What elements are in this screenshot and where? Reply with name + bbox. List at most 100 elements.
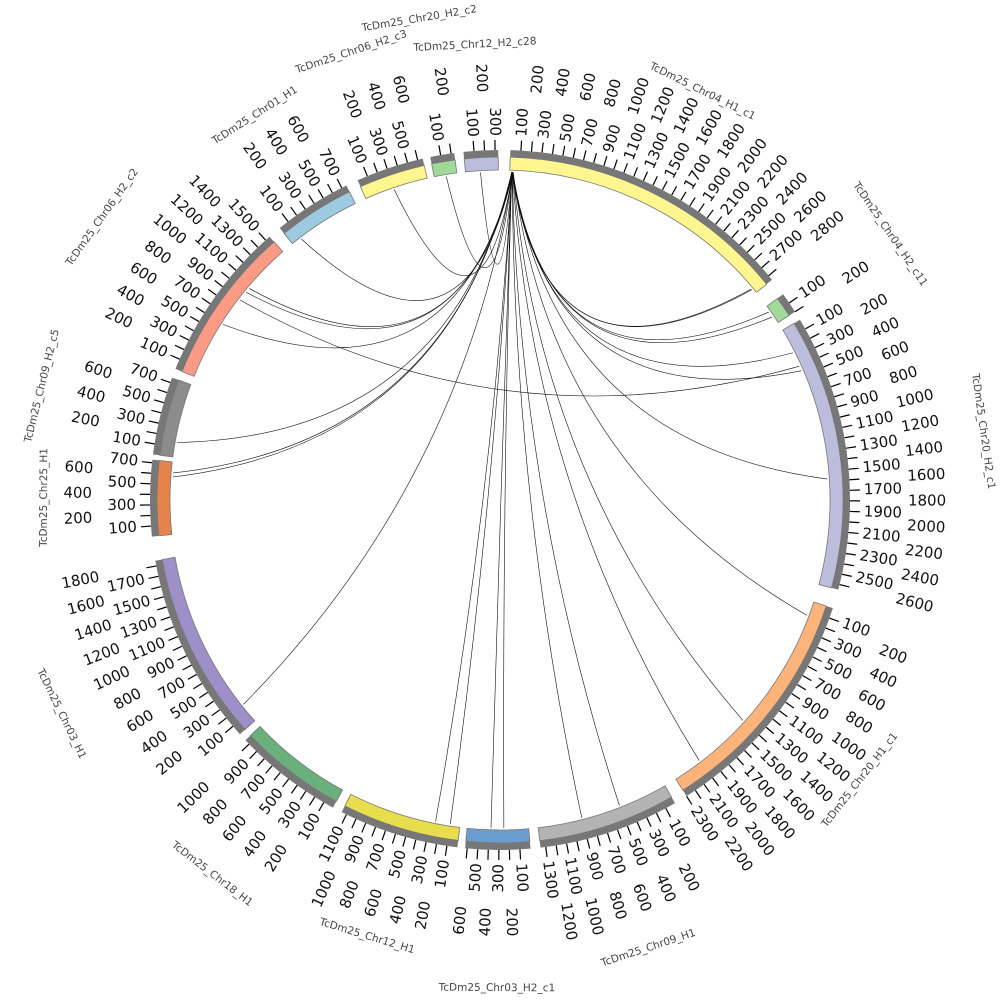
- link: [511, 172, 583, 818]
- tick-label: 1000: [308, 868, 340, 910]
- tick-label: 200: [261, 841, 291, 875]
- tick-mark: [655, 812, 662, 823]
- segment-TcDm25_Chr01_H1[interactable]: [279, 178, 356, 245]
- tick-label: 100: [111, 428, 142, 450]
- segment-TcDm25_Chr20_H2_c1[interactable]: [782, 319, 861, 590]
- segment-TcDm25_Chr09_H2_c5[interactable]: [144, 377, 192, 458]
- segment-ideogram[interactable]: [537, 785, 673, 842]
- tick-mark: [849, 521, 860, 524]
- tick-mark: [652, 175, 658, 186]
- tick-mark: [785, 701, 795, 709]
- segment-scale-band: [777, 294, 796, 316]
- tick-label: 600: [855, 686, 889, 715]
- tick-label: 200: [70, 408, 102, 431]
- segment-ideogram[interactable]: [161, 556, 256, 731]
- tick-mark: [465, 848, 468, 859]
- tick-label: 600: [123, 706, 157, 736]
- tick-mark: [207, 288, 217, 296]
- segment-TcDm25_Chr12_H2_c28[interactable]: [463, 140, 499, 173]
- segment-TcDm25_Chr09_H1[interactable]: [537, 785, 675, 857]
- tick-label: 600: [64, 457, 94, 477]
- segment-ideogram[interactable]: [766, 297, 790, 324]
- segments-layer: [140, 140, 861, 861]
- tick-label: 200: [431, 66, 453, 97]
- tick-label: 600: [127, 258, 161, 289]
- tick-mark: [391, 833, 397, 844]
- tick-label: 500: [388, 119, 413, 151]
- tick-mark: [768, 268, 777, 277]
- tick-label: 400: [114, 281, 148, 311]
- tick-mark: [228, 263, 237, 271]
- link: [172, 172, 513, 478]
- segment-TcDm25_Chr20_H1_c1[interactable]: [675, 601, 840, 805]
- segment-ideogram[interactable]: [359, 164, 428, 200]
- segment-TcDm25_Chr03_H1[interactable]: [146, 556, 256, 735]
- tick-mark: [449, 143, 452, 154]
- link: [511, 172, 620, 806]
- tick-mark: [170, 354, 180, 360]
- segment-TcDm25_Chr06_H2_c3[interactable]: [357, 149, 428, 200]
- segment-TcDm25_Chr18_H1[interactable]: [241, 725, 344, 812]
- tick-label: 500: [556, 112, 579, 143]
- tick-label: 100: [795, 271, 829, 302]
- segment-TcDm25_Chr04_H1_c1[interactable]: [509, 140, 777, 293]
- tick-mark: [825, 627, 836, 633]
- segment-ideogram[interactable]: [465, 827, 531, 844]
- tick-mark: [327, 183, 333, 194]
- tick-mark: [791, 693, 801, 700]
- tick-mark: [153, 596, 164, 601]
- tick-mark: [823, 362, 834, 368]
- segment-TcDm25_Chr25_H1[interactable]: [140, 459, 173, 537]
- tick-label: 1000: [894, 385, 935, 412]
- chromosome-label: TcDm25_Chr01_H1: [209, 84, 300, 148]
- segment-ideogram[interactable]: [431, 159, 458, 178]
- tick-label: 200: [527, 64, 548, 94]
- segment-ideogram[interactable]: [509, 156, 768, 293]
- tick-mark: [844, 563, 855, 567]
- tick-mark: [841, 573, 852, 577]
- tick-label: 600: [450, 905, 471, 935]
- tick-label: 300: [408, 854, 432, 886]
- segment-ideogram[interactable]: [181, 241, 284, 377]
- tick-mark: [802, 675, 812, 682]
- tick-mark: [817, 646, 827, 653]
- tick-label: 400: [386, 894, 410, 926]
- segment-scale-band: [279, 185, 350, 234]
- tick-label: 200: [857, 290, 891, 319]
- link: [449, 172, 513, 825]
- tick-label: 200: [102, 304, 136, 333]
- tick-label: 2300: [858, 546, 898, 570]
- tick-mark: [842, 424, 853, 428]
- tick-label: 1100: [561, 856, 586, 897]
- tick-mark: [636, 821, 642, 832]
- tick-label: 600: [389, 73, 413, 105]
- segment-ideogram[interactable]: [675, 601, 827, 791]
- tick-mark: [172, 645, 183, 651]
- segment-ideogram[interactable]: [283, 191, 356, 245]
- segment-TcDm25_Chr03_H2_c1[interactable]: [465, 827, 531, 861]
- segment-TcDm25_Chr06_H2_c2[interactable]: [170, 232, 284, 377]
- tick-label: 1000: [581, 896, 607, 937]
- segment-ideogram[interactable]: [156, 459, 173, 537]
- tick-mark: [572, 147, 576, 158]
- segment-TcDm25_Chr12_H1[interactable]: [341, 793, 461, 856]
- segment-TcDm25_Chr20_H2_c2[interactable]: [430, 143, 458, 178]
- tick-mark: [336, 178, 343, 189]
- segment-ideogram[interactable]: [782, 322, 844, 589]
- tick-mark: [582, 150, 587, 161]
- tick-mark: [308, 796, 316, 806]
- tick-label: 300: [115, 404, 147, 428]
- segment-ideogram[interactable]: [344, 793, 461, 841]
- tick-label: 100: [343, 133, 371, 166]
- tick-label: 2400: [900, 565, 941, 590]
- segment-ideogram[interactable]: [159, 379, 192, 458]
- tick-label: 500: [107, 472, 136, 491]
- tick-label: 400: [866, 663, 900, 691]
- tick-mark: [404, 152, 408, 163]
- tick-mark: [720, 771, 728, 780]
- segment-TcDm25_Chr04_H2_c11[interactable]: [766, 294, 804, 324]
- tick-mark: [198, 691, 208, 699]
- segment-ideogram[interactable]: [249, 725, 344, 802]
- segment-ideogram[interactable]: [463, 156, 499, 173]
